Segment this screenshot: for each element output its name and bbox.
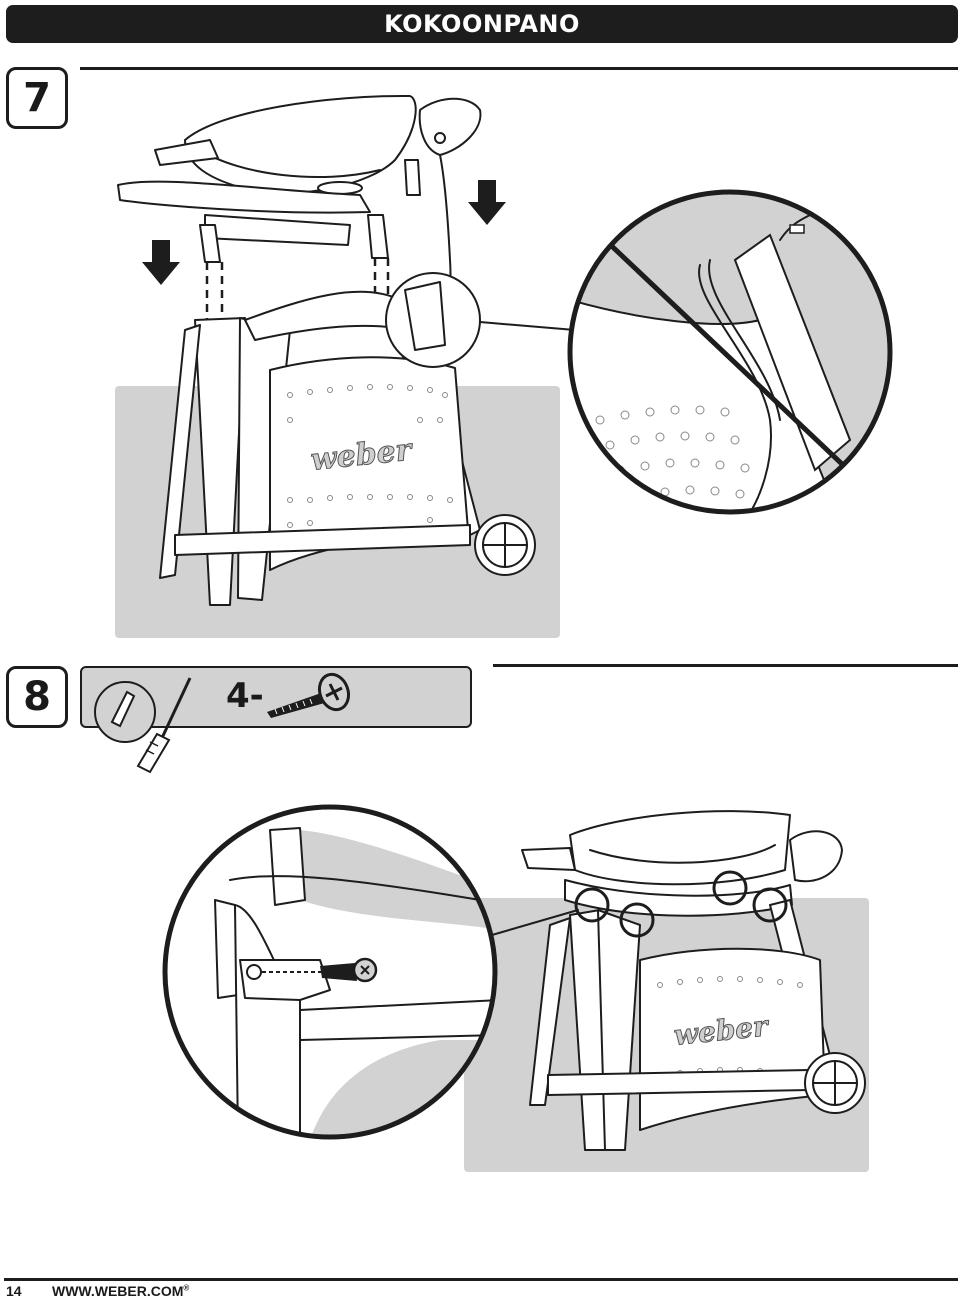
- page-number: 14: [6, 1283, 22, 1299]
- detail-callout-circle-8: [162, 804, 498, 1140]
- page-title: KOKOONPANO: [6, 5, 958, 43]
- website-text: WWW.WEBER.COM: [52, 1283, 184, 1299]
- detail-callout-circle-7: [567, 189, 893, 515]
- hardware-quantity: 4-: [226, 676, 264, 716]
- step-7-rule: [80, 67, 958, 70]
- screwdriver-icon: [94, 677, 192, 774]
- website-link[interactable]: WWW.WEBER.COM®: [52, 1283, 189, 1299]
- bolt-icon: [267, 672, 351, 718]
- step-7-grill-illustration: weber: [117, 94, 893, 606]
- footer-rule: [4, 1278, 958, 1281]
- step-number-8: 8: [6, 666, 68, 728]
- step-8-grill-illustration: weber: [162, 804, 866, 1151]
- registered-mark: ®: [183, 1283, 190, 1293]
- step-8-rule: [493, 664, 958, 667]
- step-number-7: 7: [6, 67, 68, 129]
- mesh-dots: [287, 384, 453, 528]
